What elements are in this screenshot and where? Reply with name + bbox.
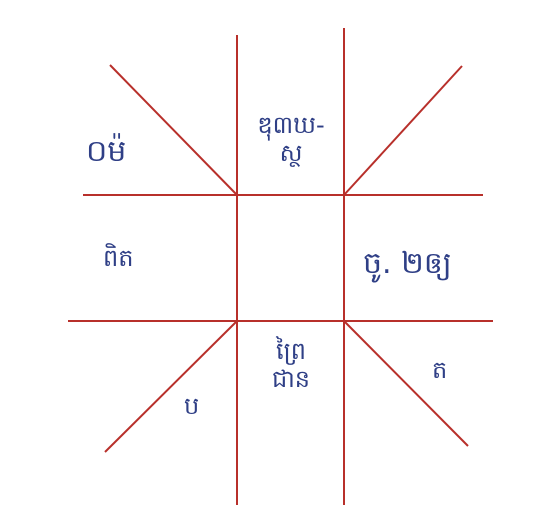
cell-bottom-center-line2: ជាន: [271, 364, 311, 393]
cell-top-center: ឌុ៣ឃ- ស្ថ: [244, 111, 338, 167]
diagonal-bottom-left: [104, 320, 238, 453]
cell-top-center-line2: ស្ថ: [279, 138, 303, 167]
diagonal-top-left: [109, 64, 238, 196]
diagonal-bottom-right: [343, 320, 469, 447]
cell-middle-left-text: ពិត: [103, 244, 134, 272]
cell-middle-right-text: ចូ. ២ឲ្យ: [363, 246, 452, 281]
cell-top-left-text: ០ម៉: [86, 134, 127, 169]
cell-bottom-center-line1: ព្រៃ: [276, 337, 306, 365]
cell-bottom-left-text: ប: [184, 392, 200, 420]
cell-bottom-right-text: ត: [432, 356, 448, 384]
cell-bottom-center: ព្រៃ ជាន: [244, 337, 338, 393]
diagonal-top-right: [343, 65, 463, 196]
cell-top-center-line1: ឌុ៣ឃ-: [257, 111, 325, 139]
